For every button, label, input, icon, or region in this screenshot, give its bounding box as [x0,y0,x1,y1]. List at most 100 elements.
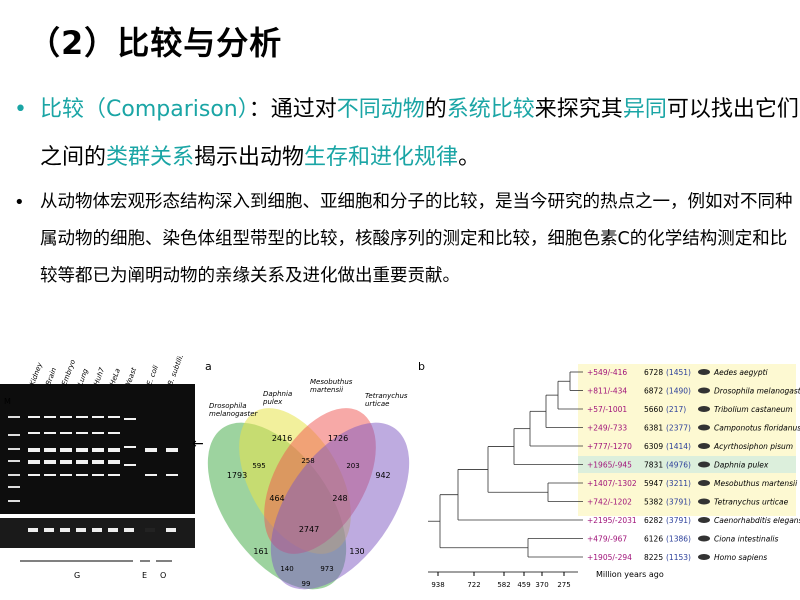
gel-band [76,448,88,452]
gene-change: +1905/-294 [587,553,632,562]
species-icon [698,480,710,486]
lane-label: Kidney [28,361,44,387]
bullet-text-segment: 。 [458,145,481,170]
group-label-e: E [142,571,147,580]
species-name: Ciona intestinalis [714,535,778,544]
gel-band [60,432,72,434]
venn-count: 248 [332,494,347,503]
bullet-text-segment: 可以找出它们之间的 [40,97,799,170]
gel-band [76,416,88,418]
gel-band [108,432,120,434]
bullet-text-segment: 的 [424,97,447,122]
bullet-text-segment: 异同 [622,97,667,122]
species-icon [698,443,710,449]
venn-count: 464 [269,494,284,503]
bullet-text-segment: 生存和进化规律 [304,145,459,170]
gel-band [60,474,72,476]
gel-band [60,448,72,452]
bullet-text-segment: 系统比较 [446,97,535,122]
gene-count: 5382 [644,498,663,507]
gene-change: +479/-967 [587,535,627,544]
gel-band [44,416,56,418]
gel-band [124,464,136,466]
axis-tick-label: 370 [535,581,548,589]
gene-change: +249/-733 [587,424,627,433]
gel-band [28,474,40,476]
gel-band [108,416,120,418]
gene-change: +742/-1202 [587,498,632,507]
gel-band-lower [166,528,176,532]
gel-band [92,460,104,464]
lane-label: Huh7 [92,366,106,387]
axis-tick-label: 938 [431,581,444,589]
gene-paren: (2377) [666,424,691,433]
gel-band [28,432,40,434]
slide-title: （2）比较与分析 [28,24,283,62]
axis-tick-label: 275 [557,581,570,589]
gene-paren: (3791) [666,498,691,507]
species-name: Homo sapiens [714,553,767,562]
marker-band [8,416,20,418]
gel-band-lower [145,528,155,532]
arthropod-highlight [578,364,796,516]
species-icon [698,369,710,375]
gene-paren: (1451) [666,368,691,377]
marker-label: M [4,397,11,406]
gene-paren: (1153) [666,553,691,562]
lane-label: Lung [76,367,90,386]
gel-band [60,416,72,418]
bullet-text-segment: 不同动物 [336,97,425,122]
gel-band [28,416,40,418]
gene-count: 8225 [644,553,663,562]
gene-change: +811/-434 [587,387,627,396]
gene-count: 5947 [644,479,663,488]
arrow-icon: ← [192,436,204,452]
gene-count: 6282 [644,516,663,525]
axis-label: Million years ago [596,570,664,579]
gene-count: 6872 [644,387,663,396]
gene-paren: (4976) [666,461,691,470]
gel-band [44,432,56,434]
gel-band [108,474,120,476]
gel-band-lower [108,528,118,532]
gel-band-lower [44,528,54,532]
gel-band [124,446,136,448]
venn-count: 2416 [272,434,292,443]
lane-label: Brain [44,367,58,387]
bullet-text-segment: 来探究其 [534,97,623,122]
gel-band [108,448,120,452]
gene-paren: (1490) [666,387,691,396]
marker-band [8,434,20,436]
venn-count: 140 [280,565,293,573]
species-name: Acyrthosiphon pisum [713,442,793,451]
marker-band [8,486,20,488]
species-icon [698,535,710,542]
marker-band [8,500,20,502]
gel-band [92,416,104,418]
gel-band-lower [28,528,38,532]
venn-count: 99 [302,580,311,588]
gel-band [166,448,178,452]
gel-band [28,460,40,464]
gene-count: 6126 [644,535,663,544]
lane-label: E. coli [145,364,160,386]
gene-count: 7831 [644,461,663,470]
venn-count: 161 [253,547,268,556]
gel-band [76,460,88,464]
species-icon [698,406,710,412]
gel-band [108,460,120,464]
gel-band-lower [92,528,102,532]
gel-band-lower [76,528,86,532]
bullet-dot: • [14,97,27,122]
gel-band-lower [60,528,70,532]
lane-label: Yeast [124,366,138,386]
group-label-g: G [74,571,80,580]
gel-band [60,460,72,464]
species-icon [698,498,710,505]
gel-band [166,474,178,476]
gel-band [76,474,88,476]
